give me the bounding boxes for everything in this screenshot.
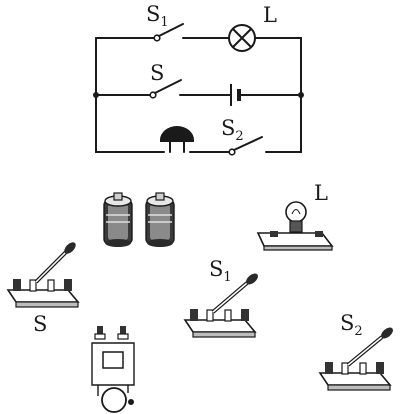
switch-s2-component-label: S2 <box>340 311 363 339</box>
switch-s-symbol <box>149 79 182 99</box>
switch-s2-symbol <box>228 136 263 156</box>
circuit-schematic: S1 L S S2 <box>93 2 304 156</box>
switch-s1-component-label: S1 <box>209 257 232 285</box>
electric-bell <box>91 326 135 413</box>
lamp-component-label: L <box>314 181 328 205</box>
knife-switch-s <box>6 242 80 308</box>
switch-s1-symbol <box>153 23 184 42</box>
switch-s1-label: S1 <box>146 2 169 30</box>
battery-symbol <box>230 84 241 106</box>
battery-cell-right <box>145 192 175 247</box>
lamp-label: L <box>263 3 277 27</box>
switch-s-component-label: S <box>33 312 47 336</box>
lamp-on-stand <box>256 201 334 251</box>
junction-left <box>93 92 99 98</box>
wire-left <box>95 37 165 153</box>
junction-right <box>298 92 304 98</box>
switch-s-label: S <box>150 61 164 85</box>
knife-switch-s2 <box>318 327 393 391</box>
switch-s2-label: S2 <box>221 116 244 144</box>
bell-symbol <box>160 126 194 153</box>
battery-cell-left <box>103 192 133 247</box>
knife-switch-s1 <box>183 273 258 338</box>
lamp-symbol <box>228 24 256 52</box>
